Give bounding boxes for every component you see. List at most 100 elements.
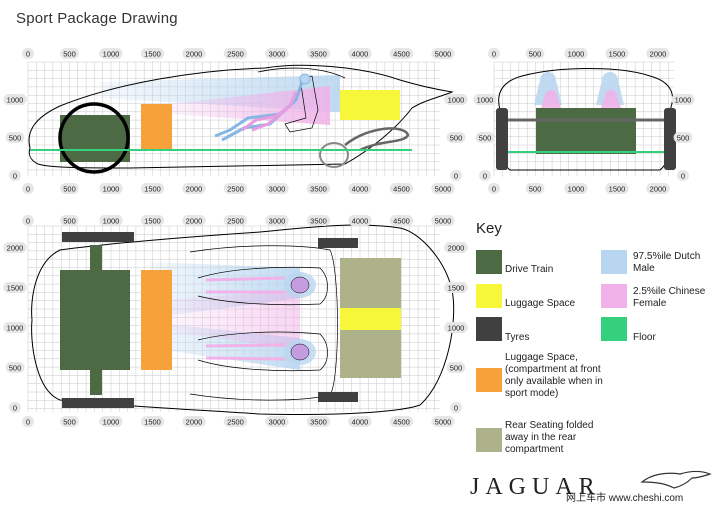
- plan-top-tick-bg: [306, 215, 331, 226]
- plan-bottom-tick-bg: [22, 416, 34, 427]
- floor-label: Floor: [633, 332, 656, 343]
- side-bottom-tick-bg: [223, 183, 248, 194]
- plan-left-tick-bg: [9, 402, 21, 413]
- front-tyre-plan-bottom: [62, 398, 134, 408]
- side-bottom-tick: 3000: [269, 185, 286, 194]
- plan-bottom-tick-bg: [348, 416, 372, 427]
- plan-top-tick: 1000: [103, 217, 120, 226]
- side-bottom-tick-bg: [389, 183, 414, 194]
- plan-top-tick: 3500: [310, 217, 327, 226]
- steering-wheel-side: [319, 142, 349, 168]
- side-left-tick-bg: [5, 132, 25, 143]
- side-top-tick: 5000: [435, 50, 452, 59]
- side-bottom-tick-bg: [140, 183, 165, 194]
- drive-train-swatch: [476, 250, 502, 274]
- car-front-silhouette: [497, 68, 673, 171]
- front-tyre-plan-top: [62, 232, 134, 242]
- front-top-tick: 1000: [568, 50, 585, 59]
- side-top-tick: 500: [63, 50, 76, 59]
- front-bottom-tick-bg: [488, 183, 500, 194]
- dutch-male-swatch: [601, 250, 627, 274]
- plan-top-tick-bg: [140, 215, 165, 226]
- dutch-male-label: 97.5%ile Dutch Male: [633, 251, 701, 274]
- side-right-tick-bg: [446, 132, 466, 143]
- front-bottom-tick-bg: [646, 183, 670, 194]
- plan-bottom-tick-bg: [223, 416, 248, 427]
- side-top-tick-bg: [99, 48, 123, 59]
- side-bottom-tick: 1500: [144, 185, 161, 194]
- luggage-front-swatch: [476, 368, 502, 392]
- front-bottom-tick-bg: [525, 183, 545, 194]
- car-side-window-line: [257, 67, 346, 79]
- front-left-tick: 0: [483, 172, 487, 181]
- plan-bottom-tick-bg: [389, 416, 414, 427]
- side-left-tick-bg: [9, 170, 21, 181]
- side-bottom-tick: 500: [63, 185, 76, 194]
- front-right-tick: 0: [681, 172, 685, 181]
- drive-train-plan-front-axle: [90, 245, 102, 270]
- car-plan-silhouette: [31, 224, 455, 416]
- plan-right-tick-bg: [444, 282, 468, 293]
- side-bottom-tick-bg: [306, 183, 331, 194]
- seat-side: [284, 75, 319, 133]
- rear-tyre-plan-top: [318, 238, 358, 248]
- front-tyre-left: [496, 108, 508, 170]
- plan-bottom-tick: 5000: [435, 418, 452, 427]
- plan-right-tick-bg: [444, 322, 468, 333]
- side-bottom-tick-bg: [22, 183, 34, 194]
- rear-seating-swatch: [476, 428, 502, 452]
- side-bottom-tick-bg: [431, 183, 455, 194]
- front-bottom-tick: 500: [529, 185, 542, 194]
- plan-bottom-tick: 1500: [144, 418, 161, 427]
- front-left-tick-bg: [473, 94, 497, 105]
- jaguar-logo-text: JAGUAR: [470, 474, 601, 500]
- front-top-tick-bg: [646, 48, 670, 59]
- side-bottom-tick-bg: [348, 183, 372, 194]
- plan-top-tick: 3000: [269, 217, 286, 226]
- side-bottom-tick: 2000: [186, 185, 203, 194]
- side-bottom-tick: 3500: [310, 185, 327, 194]
- plan-left-tick: 0: [13, 404, 17, 413]
- side-top-tick-bg: [140, 48, 165, 59]
- side-bottom-tick: 1000: [103, 185, 120, 194]
- chinese-female-front-left: [541, 90, 561, 108]
- side-top-tick-bg: [389, 48, 414, 59]
- plan-right-tick: 1500: [448, 284, 465, 293]
- front-left-tick-bg: [479, 170, 491, 181]
- front-luggage-plan: [141, 270, 172, 370]
- side-bottom-tick-bg: [60, 183, 79, 194]
- side-top-tick-bg: [22, 48, 34, 59]
- plan-right-tick: 2000: [448, 244, 465, 253]
- plan-bottom-tick: 2000: [186, 418, 203, 427]
- plan-bottom-tick: 1000: [103, 418, 120, 427]
- rear-seating-label: Rear Seating folded away in the rear com…: [505, 420, 594, 455]
- front-bottom-tick: 1000: [568, 185, 585, 194]
- plan-top-tick: 2000: [186, 217, 203, 226]
- plan-top-tick: 5000: [435, 217, 452, 226]
- plan-top-tick: 1500: [144, 217, 161, 226]
- plan-bottom-tick: 3000: [269, 418, 286, 427]
- plan-bottom-tick-bg: [182, 416, 206, 427]
- plan-top-tick-bg: [182, 215, 206, 226]
- front-left-tick-bg: [475, 132, 495, 143]
- cabin-plan-outline: [189, 245, 338, 401]
- plan-left-tick-bg: [3, 282, 27, 293]
- front-bottom-tick: 0: [492, 185, 496, 194]
- front-top-tick-bg: [488, 48, 500, 59]
- dutch-male-head-side: [299, 73, 311, 85]
- plan-top-tick: 2500: [227, 217, 244, 226]
- plan-left-tick-bg: [3, 242, 27, 253]
- side-top-tick: 1500: [144, 50, 161, 59]
- occupant-plan-upper: [197, 266, 328, 306]
- luggage-space-swatch: [476, 284, 502, 308]
- front-bottom-tick-bg: [564, 183, 588, 194]
- plan-bottom-tick-bg: [306, 416, 331, 427]
- plan-view: [27, 224, 455, 416]
- key-heading: Key: [476, 220, 502, 237]
- plan-left-tick-bg: [3, 322, 27, 333]
- front-right-tick-bg: [671, 94, 695, 105]
- side-bottom-tick: 5000: [435, 185, 452, 194]
- side-left-tick: 1000: [7, 96, 24, 105]
- side-top-tick-bg: [223, 48, 248, 59]
